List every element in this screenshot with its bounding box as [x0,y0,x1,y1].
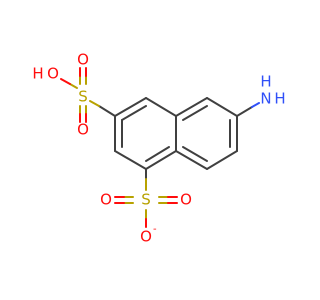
oxygen-hydroxyl-label: O [47,65,59,83]
bond-double-c8a-c1 [145,146,170,162]
oxygen-bottom-below-label: O [140,228,152,246]
sulfur-bottom-label: S [141,191,151,209]
structure-svg: S O H O O N H H S O O O - [32,51,285,246]
bond-c1-c2 [114,150,147,170]
negative-charge-label: - [153,224,157,235]
oxygen-top-label: O [77,51,89,69]
bond-c3-s-sulfur-half [89,100,100,107]
oxygen-middle-label: O [77,121,89,139]
bond-c5-c6 [206,97,238,117]
bond-c8-c8a [175,150,208,170]
oxygen-bottom-right-label: O [180,191,192,209]
sulfur-top-label: S [78,88,88,106]
bond-c3-c4 [114,97,147,117]
bond-double-c4a-c5 [182,105,208,121]
bond-double-c8-c8a [182,146,208,162]
bond-c6-n [236,106,253,117]
bond-c8a-c1 [145,150,177,170]
bond-c3-s [98,105,116,117]
bond-s-oh-1 [69,83,78,89]
oxygen-bottom-left-label: O [100,191,112,209]
amino-hydrogen-top-label: H [260,73,271,91]
bond-c6-n-nitrogen-half [251,102,260,108]
bond-double-c3-c4 [121,105,147,121]
nitrogen-label: N [260,90,271,108]
molecule-diagram: S O H O O N H H S O O O - [32,51,285,246]
bond-c4-c4a [145,97,177,117]
amino-hydrogen-right-label: H [274,90,285,108]
bond-s-oh-2 [60,78,71,85]
bond-c4a-c5 [175,97,208,117]
hydrogen-hydroxyl-label: H [32,65,43,83]
bond-c7-c8 [206,150,238,170]
